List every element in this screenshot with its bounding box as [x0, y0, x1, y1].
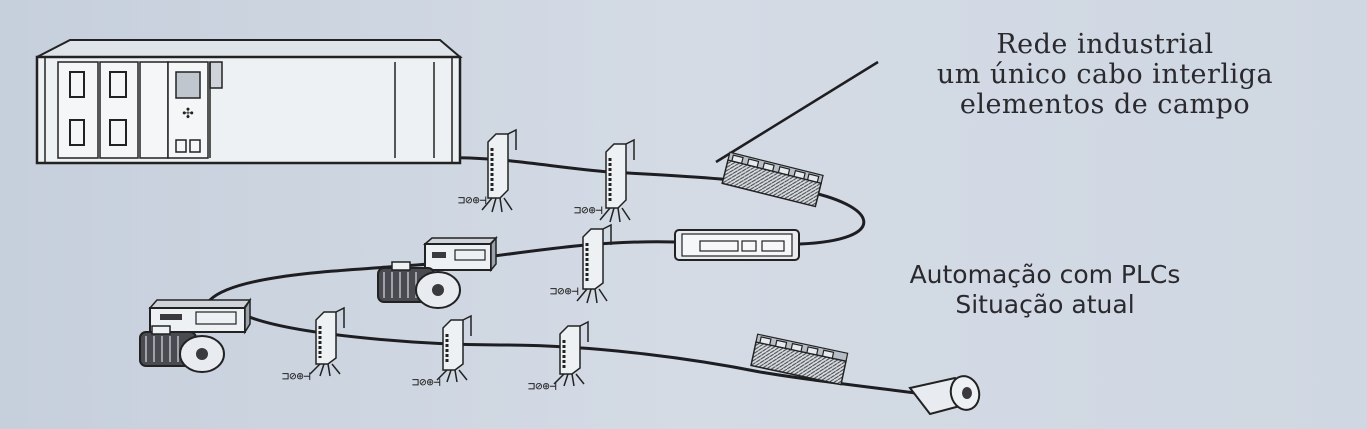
plc-rack: ✣ — [35, 39, 463, 165]
status-title: Automação com PLCs — [909, 260, 1181, 289]
io-terminal-4 — [309, 306, 345, 377]
network-description-line3: elementos de campo — [959, 89, 1251, 120]
io-terminal-3 — [576, 223, 612, 304]
network-annotation: Rede industrial um único cabo interliga … — [870, 30, 1340, 120]
io-symbols-5: ⊐⊘⊕⊣ — [412, 375, 441, 389]
io-terminal-1 — [481, 128, 517, 213]
frequency-drive-1 — [422, 235, 498, 273]
io-terminal-2 — [599, 138, 635, 223]
svg-text:✣: ✣ — [182, 106, 194, 122]
network-description-line2: um único cabo interliga — [936, 59, 1274, 90]
network-title: Rede industrial — [996, 29, 1214, 60]
status-subtitle: Situação atual — [955, 290, 1135, 319]
operator-display-panel — [674, 229, 800, 261]
status-annotation: Automação com PLCs Situação atual — [820, 260, 1270, 320]
io-symbols-4: ⊐⊘⊕⊣ — [282, 369, 311, 383]
io-symbols-6: ⊐⊘⊕⊣ — [528, 379, 557, 393]
io-terminal-5 — [436, 314, 472, 383]
io-symbols-2: ⊐⊘⊕⊣ — [574, 203, 603, 217]
electric-motor-2 — [139, 325, 225, 373]
io-symbols-3: ⊐⊘⊕⊣ — [550, 284, 579, 298]
annotation-pointer-line — [715, 60, 879, 164]
remote-io-module-top — [721, 151, 824, 208]
io-symbols-1: ⊐⊘⊕⊣ — [458, 193, 487, 207]
sensor-cylinder — [908, 375, 981, 416]
electric-motor-1 — [377, 261, 461, 309]
io-terminal-6 — [553, 320, 589, 387]
remote-io-module-bottom — [750, 333, 849, 386]
